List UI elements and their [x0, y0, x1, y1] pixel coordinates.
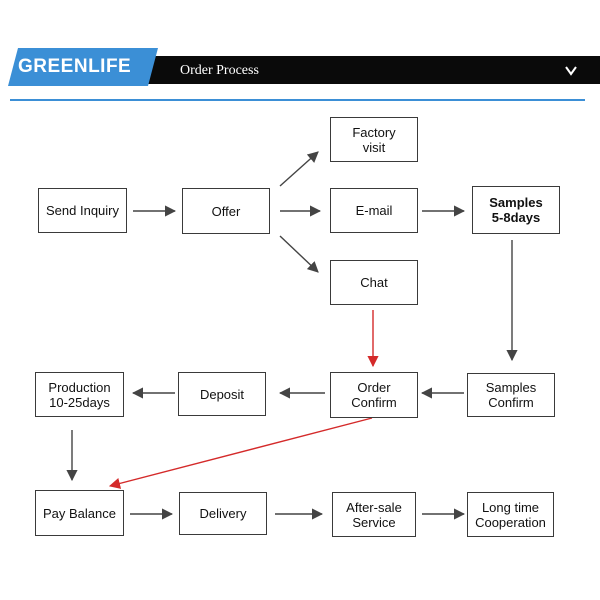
arrow-offer-to-factory: [279, 151, 319, 187]
arrow-offer-to-chat: [279, 235, 319, 273]
node-label: After-sale Service: [346, 499, 402, 530]
node-label: Long time Cooperation: [475, 499, 546, 530]
node-label: Samples Confirm: [485, 380, 537, 410]
node-email: E-mail: [330, 188, 418, 233]
node-label: Deposit: [199, 386, 245, 402]
node-offer: Offer: [182, 188, 270, 234]
node-long-time-cooperation: Long time Cooperation: [467, 492, 554, 537]
node-production: Production 10-25days: [35, 372, 124, 417]
node-label: Samples 5-8days: [489, 195, 543, 225]
node-samples: Samples 5-8days: [472, 186, 560, 234]
header-underline: [10, 88, 585, 101]
node-label: E-mail: [355, 203, 393, 218]
header-bar: [96, 56, 600, 84]
node-label: Production 10-25days: [48, 379, 111, 410]
brand-logo-text: GREENLIFE: [18, 56, 132, 77]
chevron-down-icon[interactable]: [563, 64, 579, 78]
node-samples-confirm: Samples Confirm: [467, 373, 555, 417]
header-banner: GREENLIFE Order Process: [0, 0, 600, 101]
node-label: Send Inquiry: [46, 203, 119, 218]
node-send-inquiry: Send Inquiry: [38, 188, 127, 233]
node-label: Delivery: [199, 506, 247, 521]
arrow-order-to-paybalance: [108, 417, 373, 489]
page-title: Order Process: [180, 63, 259, 78]
node-label: Pay Balance: [43, 505, 116, 521]
node-after-sale-service: After-sale Service: [332, 492, 416, 537]
node-order-confirm: Order Confirm: [330, 372, 418, 418]
node-label: Chat: [360, 275, 388, 290]
node-label: Factory visit: [352, 124, 396, 155]
node-delivery: Delivery: [179, 492, 267, 535]
node-deposit: Deposit: [178, 372, 266, 416]
node-chat: Chat: [330, 260, 418, 305]
node-label: Offer: [211, 203, 241, 219]
node-pay-balance: Pay Balance: [35, 490, 124, 536]
node-label: Order Confirm: [351, 380, 397, 410]
brand-badge: [8, 48, 158, 86]
node-factory-visit: Factory visit: [330, 117, 418, 162]
